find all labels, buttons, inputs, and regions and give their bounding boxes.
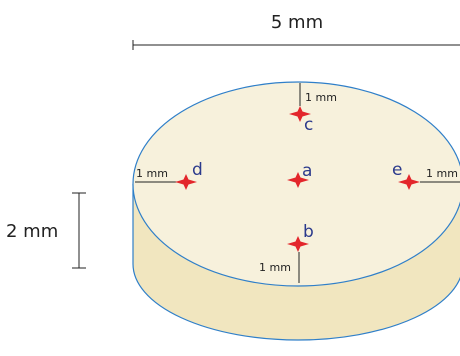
point-label-e: e xyxy=(392,160,402,180)
height-label: 2 mm xyxy=(6,221,58,242)
star-marker-icon xyxy=(398,174,420,190)
star-marker-icon xyxy=(287,236,309,252)
point-label-d: d xyxy=(192,160,203,180)
star-marker-icon xyxy=(287,172,309,188)
point-label-a: a xyxy=(302,161,312,181)
star-marker-icon xyxy=(289,106,311,122)
point-d: d xyxy=(175,160,203,190)
point-label-c: c xyxy=(304,115,313,135)
offset-label-bottom: 1 mm xyxy=(259,261,291,274)
height-dimension: 2 mm xyxy=(6,192,86,269)
offset-dimension-bottom: 1 mm xyxy=(259,252,300,283)
point-c: c xyxy=(289,106,313,135)
disk-side-outline xyxy=(132,184,460,341)
offset-dimension-top: 1 mm xyxy=(299,83,337,106)
point-label-b: b xyxy=(303,222,314,242)
point-a: a xyxy=(287,161,312,188)
offset-label-right: 1 mm xyxy=(426,167,458,180)
offset-label-top: 1 mm xyxy=(305,91,337,104)
star-marker-icon xyxy=(175,174,197,190)
offset-label-left: 1 mm xyxy=(136,167,168,180)
diameter-label: 5 mm xyxy=(271,12,323,33)
point-b: b xyxy=(287,222,314,252)
diameter-dimension: 5 mm xyxy=(132,12,460,50)
offset-dimension-left: 1 mm xyxy=(135,167,178,183)
point-e: e xyxy=(392,160,420,190)
offset-dimension-right: 1 mm xyxy=(420,167,460,183)
